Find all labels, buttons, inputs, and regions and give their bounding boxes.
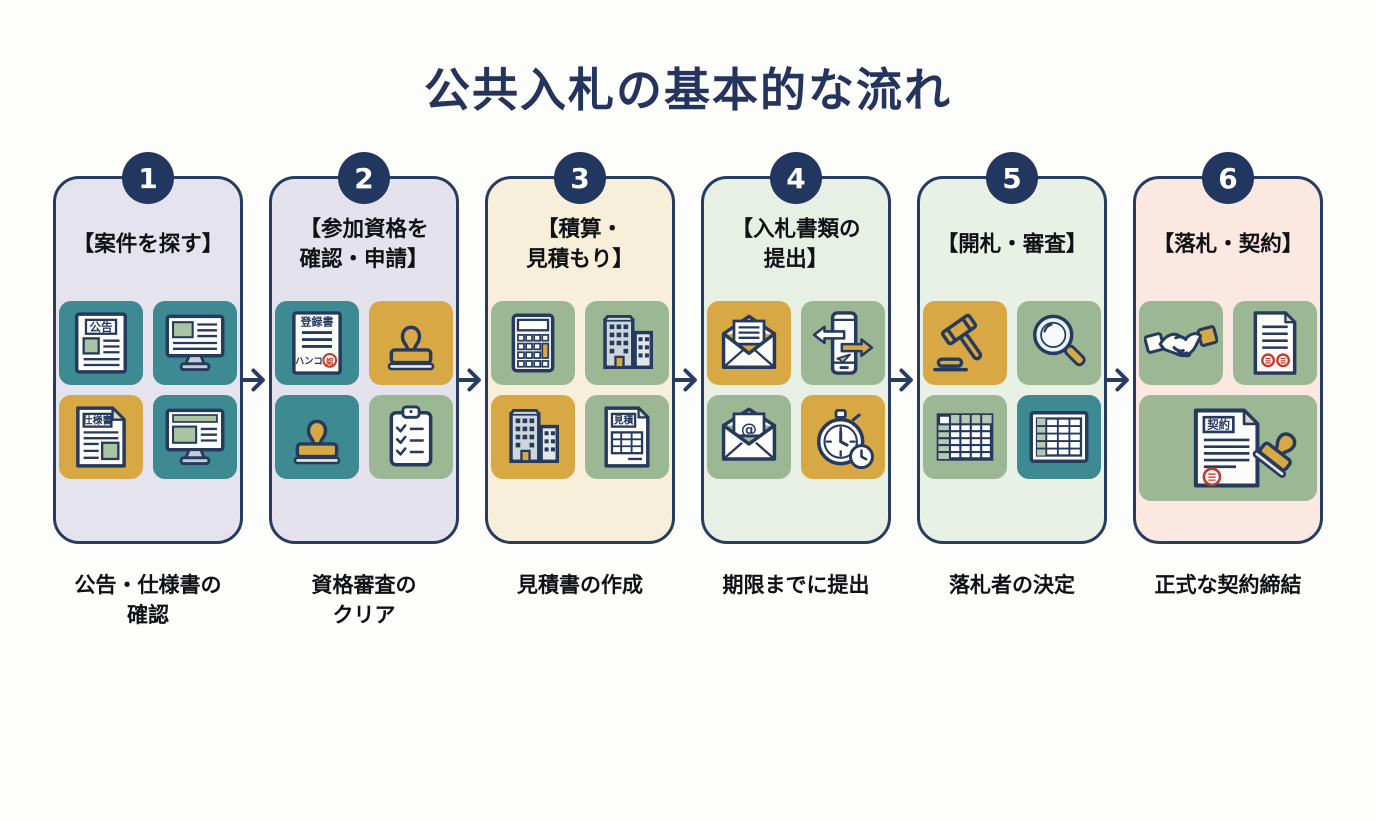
icon-tile — [801, 301, 885, 385]
step-caption: 正式な契約締結 — [1154, 573, 1302, 597]
icon-grid — [59, 301, 237, 479]
monitor-icon — [165, 314, 225, 372]
step-heading: 【積算・ 見積もり】 — [526, 217, 634, 272]
icon-tile — [153, 301, 237, 385]
step-card-6: 6 【落札・契約】 — [1133, 152, 1323, 544]
step-card-3: 3 【積算・ 見積もり】 — [485, 152, 675, 544]
step-caption: 公告・仕様書の 確認 — [74, 573, 222, 628]
step-caption: 期限までに提出 — [722, 573, 870, 597]
flow-arrow — [459, 176, 485, 544]
step-card-5: 5 【開札・審査】 — [917, 152, 1107, 544]
specification-document-icon — [76, 406, 126, 468]
handshake-icon — [1144, 324, 1218, 358]
icon-tile — [1233, 301, 1317, 385]
icon-tile — [923, 301, 1007, 385]
icon-tile — [275, 395, 359, 479]
step-card-4: 4 【入札書類の 提出】 — [701, 152, 891, 544]
flow-arrow — [1107, 176, 1133, 544]
step-card-1: 1 【案件を探す】 — [53, 152, 243, 544]
step-caption: 落札者の決定 — [949, 573, 1075, 597]
icon-tile — [275, 301, 359, 385]
hanko-stamp-icon — [293, 419, 341, 465]
step-number-badge: 6 — [1202, 152, 1254, 204]
icon-tile — [153, 395, 237, 479]
contract-document-icon — [1145, 400, 1311, 496]
building-icon — [603, 314, 654, 370]
right-arrow-icon — [243, 368, 265, 392]
icon-tile — [801, 395, 885, 479]
icon-grid — [923, 301, 1101, 479]
spreadsheet-table-icon — [1029, 410, 1089, 464]
step-caption: 見積書の作成 — [517, 573, 643, 597]
step-number-badge: 3 — [554, 152, 606, 204]
icon-tile — [707, 395, 791, 479]
step-heading: 【入札書類の 提出】 — [731, 217, 861, 272]
magnifier-icon — [1032, 314, 1088, 369]
icon-tile — [59, 395, 143, 479]
icon-tile — [1017, 395, 1101, 479]
step-column-3: 3 【積算・ 見積もり】 見積書の作成 — [485, 152, 675, 600]
flow-arrow — [243, 176, 269, 544]
email-at-envelope-icon — [721, 407, 777, 461]
step-heading: 【参加資格を 確認・申請】 — [299, 217, 429, 272]
icon-tile — [585, 301, 669, 385]
flow-arrow — [891, 176, 917, 544]
step-number-badge: 1 — [122, 152, 174, 204]
spreadsheet-table-icon — [936, 413, 994, 461]
checklist-clipboard-icon — [389, 405, 433, 467]
right-arrow-icon — [1107, 368, 1129, 392]
icon-grid — [1139, 301, 1317, 501]
step-column-5: 5 【開札・審査】 落札者の決定 — [917, 152, 1107, 600]
right-arrow-icon — [459, 368, 481, 392]
estimate-document-icon — [604, 406, 650, 468]
stamped-document-icon — [1253, 311, 1297, 375]
step-column-2: 2 【参加資格を 確認・申請】 資格審査の クリア — [269, 152, 459, 631]
building-icon — [509, 408, 560, 464]
right-arrow-icon — [675, 368, 697, 392]
step-column-4: 4 【入札書類の 提出】 期限までに提出 — [701, 152, 891, 600]
process-flow: 1 【案件を探す】 公告・仕様書の 確認 2 【参加資格を 確認・申請】 — [0, 152, 1376, 631]
right-arrow-icon — [891, 368, 913, 392]
step-heading: 【落札・契約】 — [1152, 232, 1304, 258]
icon-tile — [491, 395, 575, 479]
icon-grid — [707, 301, 885, 479]
step-column-6: 6 【落札・契約】 正式な契約締結 — [1133, 152, 1323, 600]
gavel-icon — [933, 312, 994, 372]
icon-grid — [275, 301, 453, 479]
step-number-badge: 4 — [770, 152, 822, 204]
smartphone-transfer-icon — [812, 311, 874, 375]
icon-tile — [923, 395, 1007, 479]
icon-tile — [707, 301, 791, 385]
step-heading: 【案件を探す】 — [72, 232, 224, 258]
step-number-badge: 5 — [986, 152, 1038, 204]
registration-document-icon — [292, 311, 342, 375]
icon-tile — [369, 395, 453, 479]
step-number-badge: 2 — [338, 152, 390, 204]
announcement-document-icon — [74, 312, 128, 374]
icon-grid — [491, 301, 669, 479]
page-title: 公共入札の基本的な流れ — [424, 63, 952, 117]
open-envelope-icon — [721, 314, 777, 370]
icon-tile — [585, 395, 669, 479]
step-caption: 資格審査の クリア — [311, 573, 417, 628]
step-column-1: 1 【案件を探す】 公告・仕様書の 確認 — [53, 152, 243, 631]
icon-tile — [1139, 301, 1223, 385]
hanko-stamp-icon — [387, 325, 435, 371]
step-heading: 【開札・審査】 — [936, 232, 1088, 258]
calculator-icon — [511, 313, 555, 373]
icon-tile — [1017, 301, 1101, 385]
icon-tile — [59, 301, 143, 385]
icon-tile — [491, 301, 575, 385]
flow-arrow — [675, 176, 701, 544]
step-card-2: 2 【参加資格を 確認・申請】 — [269, 152, 459, 544]
icon-tile — [1139, 395, 1317, 501]
browser-monitor-icon — [165, 408, 225, 466]
icon-tile — [369, 301, 453, 385]
stopwatch-icon — [816, 408, 875, 470]
